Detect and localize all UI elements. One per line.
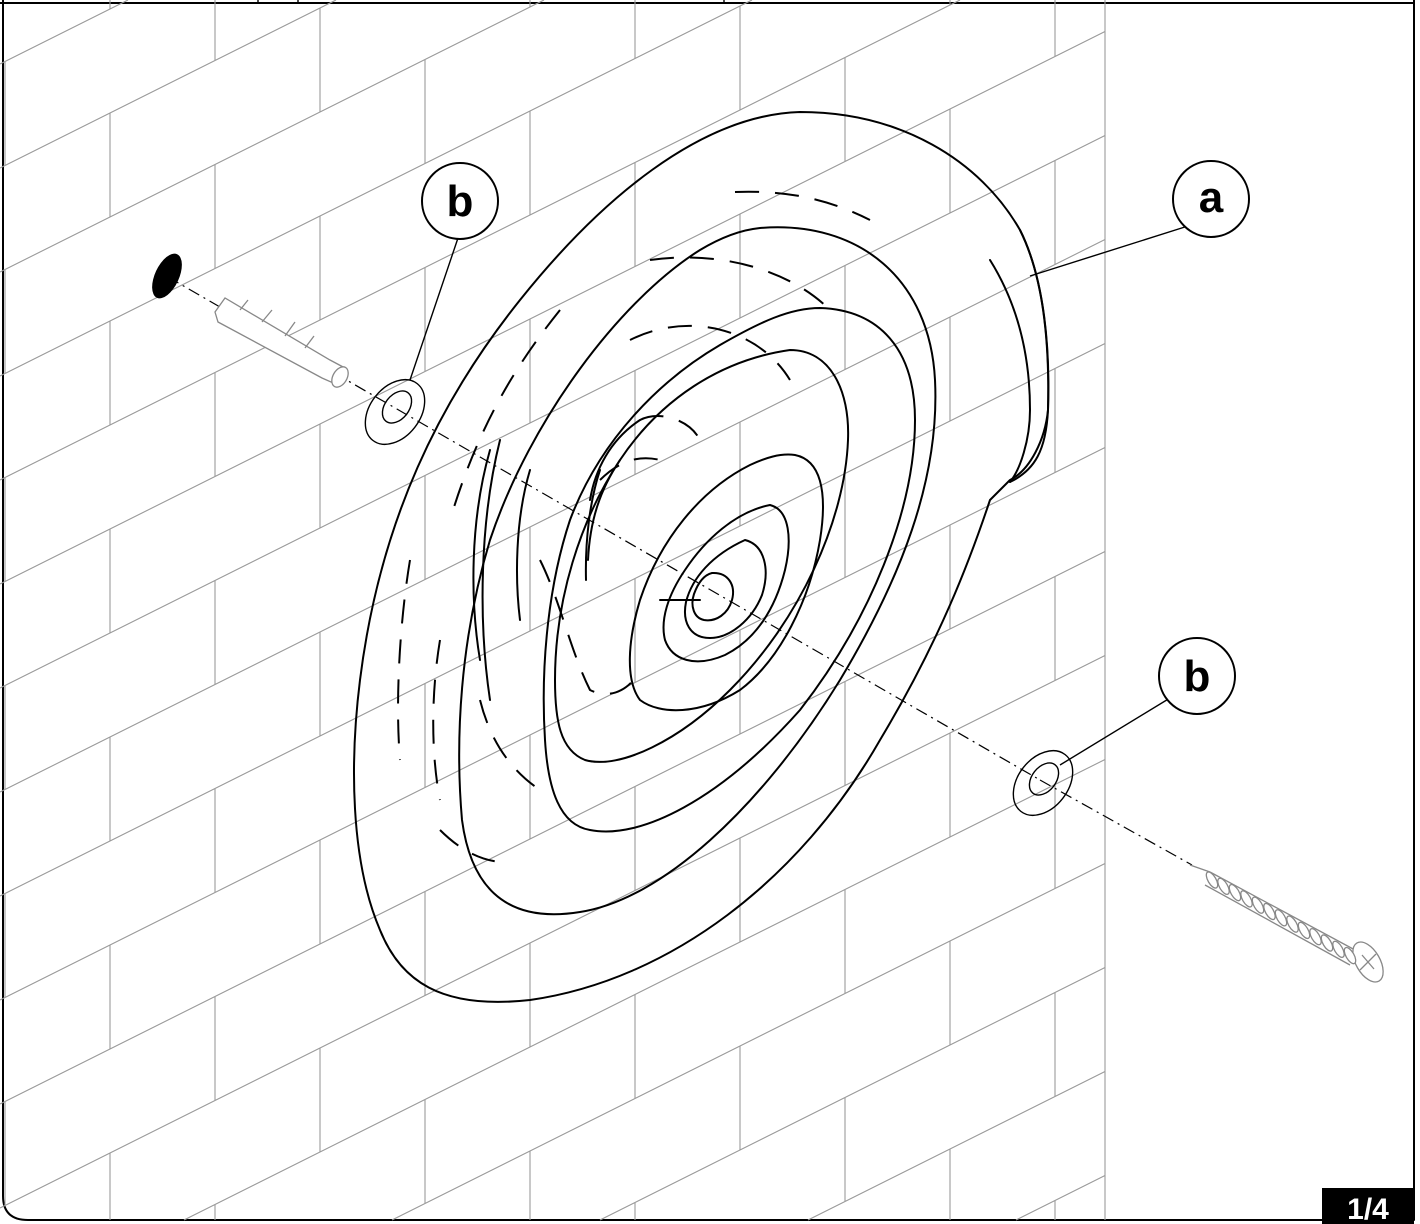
screw-thread (1228, 883, 1242, 902)
screw-thread (1217, 877, 1230, 895)
brick-course-line (183, 759, 1106, 1221)
brick-course-line (0, 551, 1106, 1105)
callout-b-left: b (421, 162, 499, 240)
screw-thread (1205, 871, 1219, 889)
fixture-plate (353, 111, 1050, 1003)
leader-lines (409, 225, 1189, 766)
brick-wall (0, 0, 1106, 1221)
screw-thread (1309, 928, 1322, 946)
screw-thread (1240, 890, 1253, 908)
screw-thread (1274, 909, 1288, 927)
callout-a: a (1172, 160, 1250, 238)
wall-plug-icon (214, 297, 349, 388)
brick-course-line (0, 0, 337, 169)
screw-thread (1320, 934, 1334, 952)
brick-course-line (0, 31, 1106, 585)
brick-course-line (0, 0, 545, 273)
page-indicator-label: 1/4 (1347, 1193, 1389, 1224)
screw-thread (1263, 902, 1276, 921)
drill-hole-icon (152, 253, 182, 299)
callout-b-right: b (1158, 637, 1236, 715)
screw-thread (1286, 915, 1299, 933)
brick-course-line (0, 0, 753, 377)
screw-thread (1332, 940, 1345, 958)
screw-thread (1251, 896, 1265, 914)
brick-course-line (0, 447, 1106, 1001)
washer-right-icon (1012, 750, 1074, 816)
callout-a-label: a (1199, 173, 1224, 222)
brick-course-line (0, 135, 1106, 689)
washer-left-icon (364, 379, 426, 445)
brick-course-line (599, 967, 1106, 1221)
brick-course-line (1015, 1175, 1106, 1221)
screw-thread (1297, 921, 1311, 940)
brick-course-line (0, 655, 1106, 1209)
screw-thread (1343, 946, 1357, 965)
callout-b-right-label: b (1184, 652, 1211, 701)
brick-course-line (391, 863, 1106, 1221)
brick-course-line (0, 0, 129, 65)
brick-course-line (0, 343, 1106, 897)
callout-b-left-label: b (447, 177, 474, 226)
brick-course-line (0, 0, 961, 481)
screw-icon (1189, 864, 1384, 983)
page-indicator: 1/4 (1322, 1188, 1414, 1224)
brick-course-line (0, 239, 1106, 793)
